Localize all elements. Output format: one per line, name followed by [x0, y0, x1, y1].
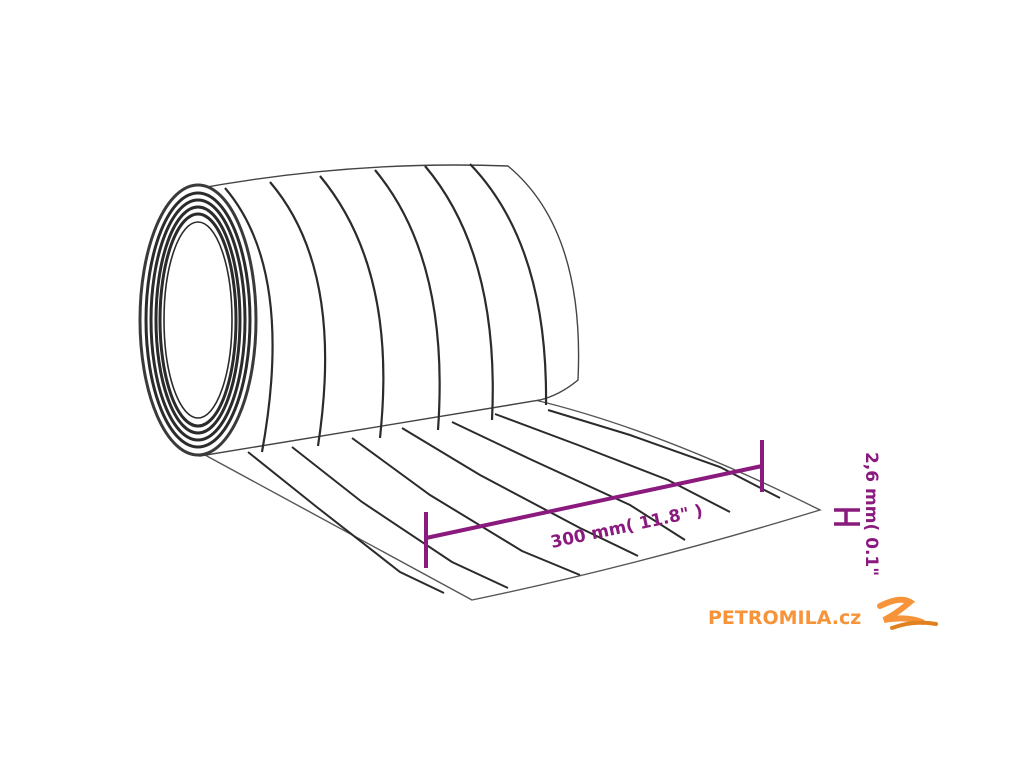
- strip-rib: [494, 413, 731, 513]
- thickness-dimension-label: 2,6 mm( 0.1": [861, 452, 881, 576]
- roll-layers: [149, 198, 247, 442]
- roll-band: [424, 165, 494, 421]
- roll-layers: [158, 212, 238, 428]
- roll-band: [269, 181, 327, 447]
- strip-rib: [547, 409, 781, 499]
- strip-rib: [291, 446, 509, 589]
- unrolled-strip: [203, 399, 822, 601]
- strip-rib: [247, 451, 445, 594]
- roll-core: [163, 221, 233, 419]
- thickness-dimension: 2,6 mm( 0.1": [834, 452, 881, 576]
- roll-cylinder: [189, 164, 580, 457]
- roll-layers: [154, 205, 242, 435]
- strip-rib: [451, 421, 686, 541]
- roll-band: [469, 163, 548, 406]
- roll-body: [189, 163, 580, 457]
- brand-name: PETROMILA.cz: [708, 607, 861, 629]
- strip-outline: [203, 399, 822, 601]
- roll-band: [374, 169, 441, 431]
- roll-end-face: [138, 183, 258, 457]
- brand: PETROMILA.cz: [708, 596, 938, 630]
- roll-band: [224, 187, 274, 453]
- roll-layers: [144, 191, 252, 449]
- strip-rib: [401, 427, 639, 557]
- wave-logo-icon: [877, 596, 938, 630]
- width-dimension-line: [425, 464, 763, 540]
- strip-rib: [351, 437, 581, 576]
- roll-band: [319, 175, 385, 439]
